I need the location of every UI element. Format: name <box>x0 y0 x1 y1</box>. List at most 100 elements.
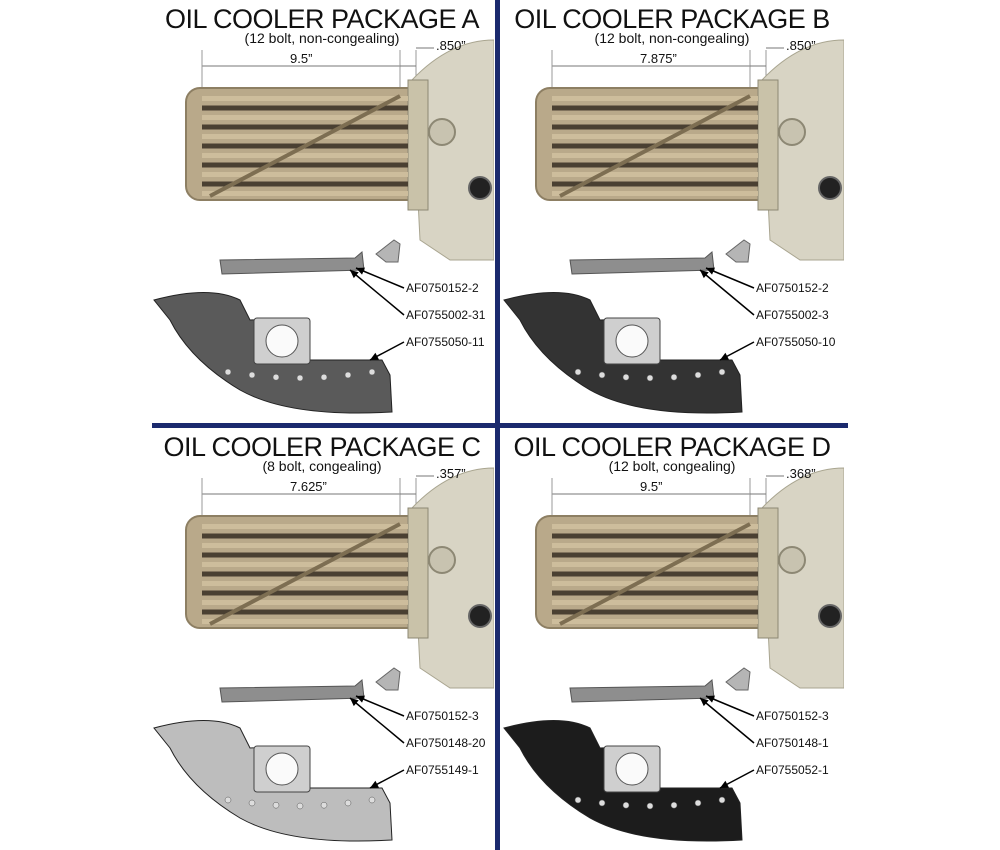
cooler-fin <box>552 191 758 196</box>
package-a-length-dimension: 9.5” <box>290 51 313 66</box>
cooler-fin <box>552 562 758 567</box>
part-leader-arrowhead <box>720 780 729 788</box>
cooler-fin <box>552 533 758 539</box>
cooler-fin <box>202 172 408 177</box>
shroud-rivet <box>574 368 582 376</box>
shroud-rivet <box>622 373 630 381</box>
shroud-rivet <box>344 799 352 807</box>
cooler-fin <box>552 524 758 529</box>
shroud-opening <box>265 752 299 786</box>
shroud-rivet <box>320 801 328 809</box>
part-leader-arrowhead <box>350 698 359 707</box>
package-a-title: OIL COOLER PACKAGE A <box>164 4 480 34</box>
package-a-subtitle: (12 bolt, non-congealing) <box>244 30 400 46</box>
package-b-subtitle: (12 bolt, non-congealing) <box>594 30 750 46</box>
cooler-brace <box>209 94 401 198</box>
part-leader-arrowhead <box>700 270 709 279</box>
package-b-length-dimension: 7.875” <box>640 51 677 66</box>
cooler-fin <box>202 581 408 586</box>
package-d-illustration <box>503 467 844 842</box>
package-b-illustration <box>503 39 844 414</box>
mounting-bracket <box>569 251 715 275</box>
cooler-fin <box>552 124 758 130</box>
cooler-fin <box>202 619 408 624</box>
shroud-rivet <box>718 368 726 376</box>
housing-port <box>428 118 456 146</box>
part-leader-line <box>355 695 405 717</box>
transmission-housing <box>761 39 844 261</box>
shroud-rivet <box>296 374 304 382</box>
cooler-fin <box>202 524 408 529</box>
package-c-part-3: AF0755149-1 <box>406 763 479 777</box>
mounting-bracket <box>219 679 365 703</box>
cooler-fin <box>202 533 408 539</box>
cooler-fin <box>552 590 758 596</box>
panel-package-a: OIL COOLER PACKAGE A (12 bolt, non-conge… <box>150 0 494 420</box>
cooler-fin <box>202 124 408 130</box>
part-leader-arrowhead <box>720 352 729 360</box>
package-d-offset-dimension: .368” <box>786 466 816 481</box>
package-d-part-3: AF0755052-1 <box>756 763 829 777</box>
package-c-part-2: AF0750148-20 <box>406 736 486 750</box>
cooler-fin <box>202 181 408 187</box>
part-leader-line <box>705 267 755 289</box>
cooler-fin <box>552 181 758 187</box>
shroud-rivet <box>718 796 726 804</box>
cooler-brace <box>209 522 401 626</box>
housing-drain-port <box>818 604 842 628</box>
horizontal-divider <box>152 423 848 428</box>
cooler-fin <box>552 581 758 586</box>
transmission-housing <box>411 39 494 261</box>
cooler-fin <box>552 153 758 158</box>
part-leader-line <box>349 269 405 316</box>
package-d-part-1: AF0750152-3 <box>756 709 829 723</box>
cooler-fin <box>202 191 408 196</box>
cooler-fin <box>202 162 408 168</box>
package-a-part-3: AF0755050-11 <box>406 335 485 349</box>
transmission-housing <box>411 467 494 689</box>
cooler-fin <box>202 600 408 605</box>
shroud-rivet <box>248 371 256 379</box>
package-d-part-2: AF0750148-1 <box>756 736 829 750</box>
package-b-part-2: AF0755002-3 <box>756 308 829 322</box>
mounting-clip <box>725 667 751 691</box>
cooler-fin <box>202 115 408 120</box>
shroud-rivet <box>646 802 654 810</box>
shroud-opening <box>265 324 299 358</box>
shroud-rivet <box>598 371 606 379</box>
shroud-rivet <box>296 802 304 810</box>
shroud-opening <box>615 324 649 358</box>
package-c-offset-dimension: .357” <box>436 466 466 481</box>
cooler-mount-plate <box>757 507 779 639</box>
housing-drain-port <box>818 176 842 200</box>
mounting-clip <box>375 239 401 263</box>
shroud-rivet <box>646 374 654 382</box>
shroud-rivet <box>622 801 630 809</box>
package-a-illustration <box>153 39 494 414</box>
housing-port <box>778 546 806 574</box>
shroud-rivet <box>248 799 256 807</box>
mounting-bracket <box>569 679 715 703</box>
panel-package-b: OIL COOLER PACKAGE B (12 bolt, non-conge… <box>500 0 844 420</box>
shroud-rivet <box>272 373 280 381</box>
package-b-offset-dimension: .850” <box>786 38 816 53</box>
part-leader-arrowhead <box>356 695 365 703</box>
transmission-housing <box>761 467 844 689</box>
package-d-title: OIL COOLER PACKAGE D <box>513 432 831 462</box>
cooler-fin <box>552 552 758 558</box>
housing-drain-port <box>468 604 492 628</box>
part-leader-line <box>355 267 405 289</box>
part-leader-arrowhead <box>350 270 359 279</box>
housing-drain-port <box>468 176 492 200</box>
part-leader-arrowhead <box>370 352 379 360</box>
package-b-part-3: AF0755050-10 <box>756 335 836 349</box>
part-leader-line <box>699 697 755 744</box>
package-c-illustration <box>153 467 494 842</box>
cooler-fin <box>202 105 408 111</box>
shroud-rivet <box>670 373 678 381</box>
package-a-part-1: AF0750152-2 <box>406 281 479 295</box>
panel-package-c: OIL COOLER PACKAGE C (8 bolt, congealing… <box>150 428 494 848</box>
shroud-rivet <box>574 796 582 804</box>
cooler-mount-plate <box>407 79 429 211</box>
